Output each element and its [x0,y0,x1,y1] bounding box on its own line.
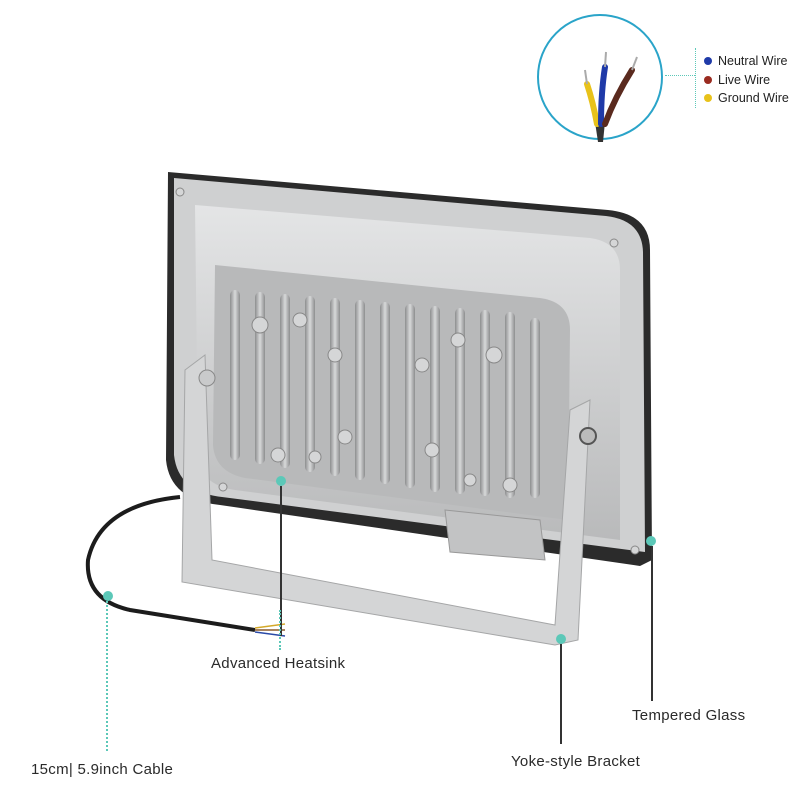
cable-label: 15cm| 5.9inch Cable [31,761,174,778]
legend-label: Live Wire [718,72,771,87]
cable-marker [103,591,113,601]
legend-item-ground: Ground Wire [704,89,789,108]
heatsink-label: Advanced Heatsink [211,655,346,672]
bracket-marker [556,634,566,644]
glass-leader-line [651,546,653,701]
legend-divider [695,48,696,108]
bracket-leader-line [560,644,562,744]
legend-item-live: Live Wire [704,71,789,90]
glass-label: Tempered Glass [632,707,746,724]
glass-marker [646,536,656,546]
wire-cross-section-icon [537,14,663,142]
live-dot-icon [704,75,712,84]
legend-item-neutral: Neutral Wire [704,52,789,71]
heatsink-dotted-line [279,610,281,650]
wire-legend: Neutral Wire Live Wire Ground Wire [704,52,789,108]
inset-connector [665,75,695,76]
cable-dotted-line [106,601,108,751]
legend-label: Neutral Wire [718,54,788,68]
heatsink-marker [276,476,286,486]
wire-inset [535,12,665,142]
heatsink-leader-line [280,486,282,636]
bracket-label: Yoke-style Bracket [511,753,641,770]
ground-dot-icon [704,94,712,103]
legend-label: Ground Wire [718,91,789,105]
neutral-dot-icon [704,57,712,66]
